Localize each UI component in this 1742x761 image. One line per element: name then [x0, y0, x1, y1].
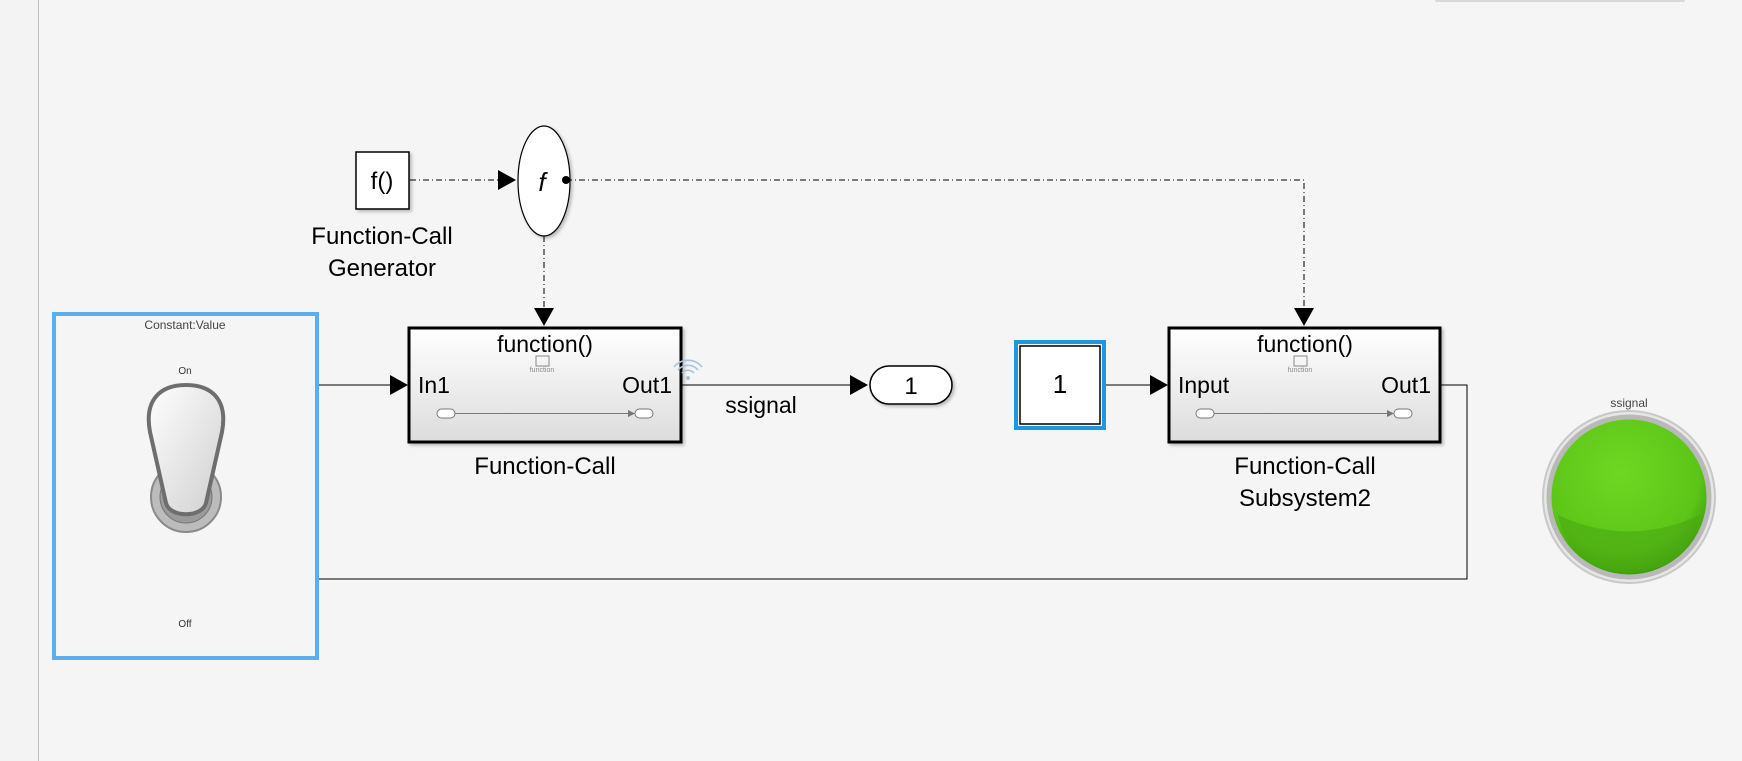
sub2-trigger-icon: [1293, 355, 1308, 367]
sub2-preview-icon: [1195, 408, 1413, 419]
constant-value: 1: [1053, 369, 1067, 399]
arrowhead-split-input: [498, 170, 516, 190]
sub1-in-port: In1: [418, 372, 450, 398]
arrowhead-sub1-trigger: [534, 308, 554, 326]
sub1-sub: function: [530, 367, 555, 374]
function-call-subsystem2-block[interactable]: function() function Input Out1: [1167, 326, 1442, 444]
function-call-generator-block[interactable]: f(): [355, 151, 410, 210]
fc-line-split-to-sub2[interactable]: [566, 179, 1305, 308]
signal-logging-icon[interactable]: [673, 359, 703, 380]
arrowhead-sub2-trigger: [1294, 308, 1314, 326]
arrowhead-input: [1150, 375, 1168, 395]
lamp-title: ssignal: [1610, 396, 1647, 410]
toggle-lever[interactable]: [146, 382, 226, 533]
switch-off-label: Off: [178, 619, 191, 630]
outport-block[interactable]: 1: [869, 365, 953, 405]
sub1-out-port: Out1: [622, 372, 672, 398]
sub2-out-port: Out1: [1381, 372, 1431, 398]
toolbar-edge: [1435, 0, 1685, 2]
constant-block[interactable]: 1: [1014, 340, 1106, 430]
switch-on-label: On: [178, 366, 191, 377]
lamp-block[interactable]: ssignal: [1542, 396, 1716, 584]
switch-title: Constant:Value: [144, 318, 225, 332]
function-call-split-block[interactable]: f: [517, 125, 571, 237]
arrowhead-in1: [390, 375, 408, 395]
sub1-trigger-icon: [535, 355, 550, 367]
function-call-subsystem-block[interactable]: function() function In1 Out1: [407, 326, 683, 444]
arrowhead-outport: [850, 375, 868, 395]
outport-value: 1: [904, 373, 917, 400]
toggle-switch-block[interactable]: Constant:Value On Off: [52, 312, 319, 660]
sub1-title: function(): [497, 331, 593, 357]
sub2-title: function(): [1257, 331, 1353, 357]
sub2-label-line1: Function-Call: [1234, 453, 1375, 480]
split-glyph: f: [538, 167, 548, 197]
split-dot: [562, 176, 570, 184]
sub1-preview-icon: [436, 408, 654, 419]
sub2-label-line2: Subsystem2: [1239, 485, 1371, 512]
fcgen-label-line2: Generator: [328, 255, 436, 282]
fcgen-glyph: f(): [371, 168, 394, 195]
sub2-in-port: Input: [1178, 372, 1230, 398]
signal-label[interactable]: ssignal: [725, 392, 797, 418]
fcgen-label-line1: Function-Call: [311, 223, 452, 250]
left-gutter: [0, 0, 39, 761]
arrowheads: [390, 170, 1314, 395]
sub2-sub: function: [1288, 367, 1313, 374]
sub1-label: Function-Call: [474, 453, 615, 480]
